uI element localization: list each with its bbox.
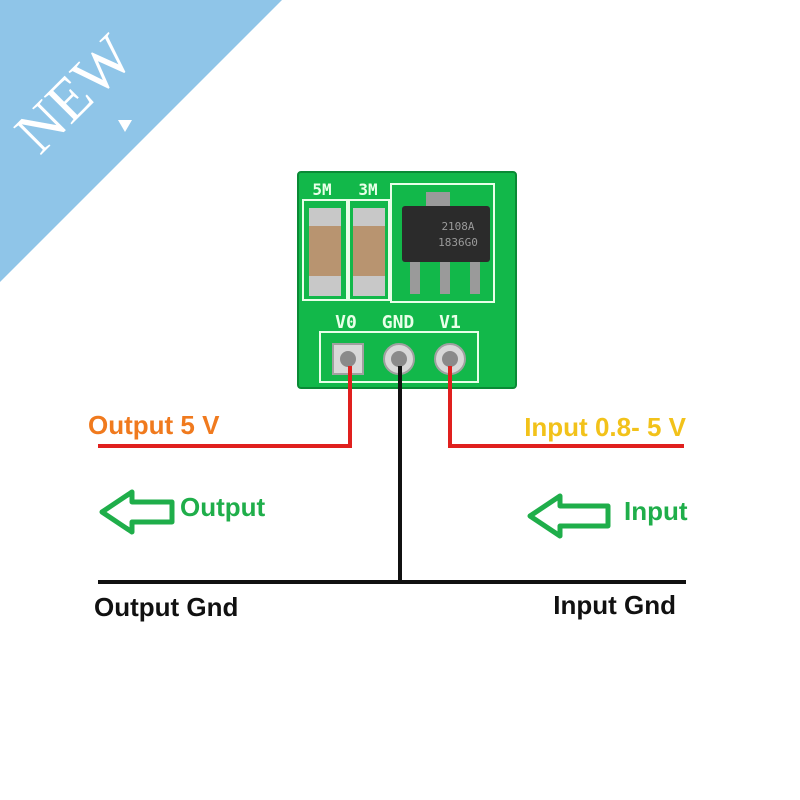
capacitor-left: [309, 208, 341, 296]
output-gnd-label: Output Gnd: [94, 592, 238, 622]
pad-label-3m: 3M: [358, 180, 377, 199]
capacitor-right: [353, 208, 385, 296]
output-voltage-label: Output 5 V: [88, 410, 220, 440]
chip-marking-line1: 2108A: [441, 220, 474, 233]
chip-marking-line2: 1836G0: [438, 236, 478, 249]
pad-v0: [332, 343, 364, 375]
output-arrow-icon: [99, 489, 175, 535]
output-wire: [98, 366, 352, 448]
pin-label-v0: V0: [335, 312, 357, 333]
pcb-module: 5M 3M 2108A 1836G0 V0 GND V1: [297, 171, 517, 389]
input-voltage-label: Input 0.8- 5 V: [524, 412, 686, 442]
output-arrow-label: Output: [180, 492, 266, 522]
input-wire: [448, 366, 684, 448]
new-banner: NEW: [0, 0, 282, 282]
pin-label-v1: V1: [439, 312, 461, 333]
pin-label-gnd: GND: [382, 312, 415, 333]
input-arrow-icon: [527, 493, 611, 539]
input-gnd-label: Input Gnd: [553, 590, 676, 620]
input-arrow-label: Input: [624, 496, 688, 526]
pad-label-5m: 5M: [312, 180, 331, 199]
regulator-chip: 2108A 1836G0: [402, 192, 490, 294]
